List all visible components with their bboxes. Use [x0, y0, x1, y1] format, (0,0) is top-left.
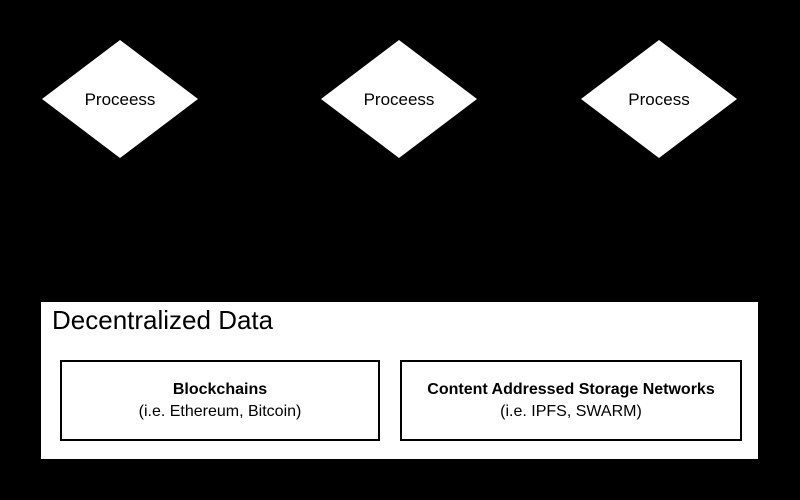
- storage-networks-box-subtitle: (i.e. IPFS, SWARM): [500, 402, 642, 420]
- process-diamond-1-label: Proceess: [84, 89, 156, 109]
- decentralized-data-panel: Decentralized Data Blockchains (i.e. Eth…: [41, 302, 758, 459]
- panel-title: Decentralized Data: [52, 305, 274, 335]
- process-diamond-2-label: Proceess: [363, 89, 435, 109]
- process-diamond-2: Proceess: [321, 40, 477, 158]
- blockchains-box-title: Blockchains: [172, 380, 268, 398]
- process-diamond-3: Process: [581, 40, 737, 158]
- storage-networks-box-title: Content Addressed Storage Networks: [427, 380, 715, 398]
- process-diamond-3-label: Process: [628, 89, 690, 109]
- process-diamond-1: Proceess: [42, 40, 198, 158]
- blockchains-box: Blockchains (i.e. Ethereum, Bitcoin): [60, 360, 380, 441]
- blockchains-box-subtitle: (i.e. Ethereum, Bitcoin): [138, 402, 302, 420]
- storage-networks-box: Content Addressed Storage Networks (i.e.…: [400, 360, 742, 441]
